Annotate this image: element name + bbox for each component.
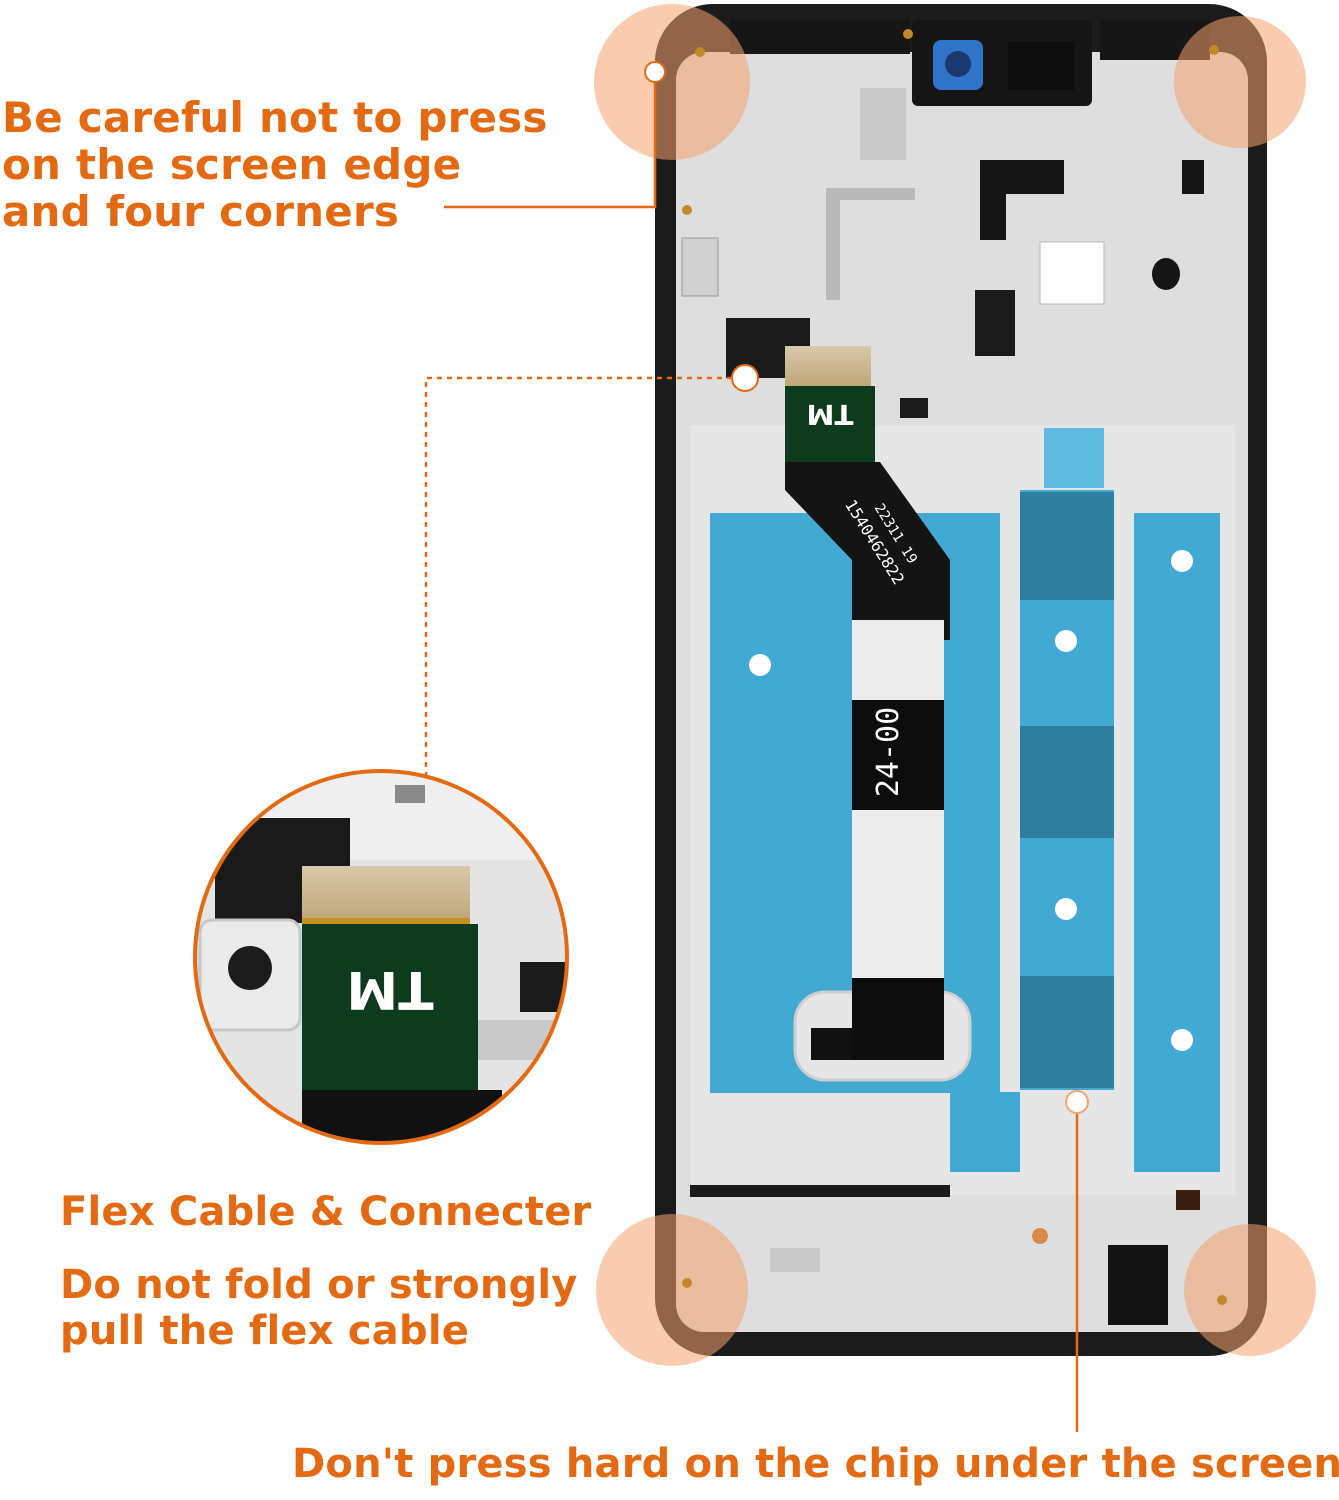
corner-highlight-bottom-right <box>1184 1224 1316 1356</box>
edge-warning-line-1: Be careful not to press <box>2 93 548 142</box>
chip-warning-caption: Don't press hard on the chip under the s… <box>292 1441 1339 1487</box>
flex-leader <box>424 364 759 775</box>
flex-cable-caption: Flex Cable & Connecter <box>60 1189 592 1235</box>
connector-zoom-callout: TM <box>193 769 569 1145</box>
edge-warning-caption: Be careful not to press on the screen ed… <box>2 94 548 235</box>
edge-warning-line-2: on the screen edge <box>2 140 462 189</box>
corner-highlight-top-right <box>1174 16 1306 148</box>
flex-warning-line-1: Do not fold or strongly <box>60 1262 578 1308</box>
flex-cable: TM 1540462822 22311 19 24-00 <box>785 346 950 1060</box>
flex-warning-caption: Do not fold or strongly pull the flex ca… <box>60 1262 578 1354</box>
flex-warning-line-2: pull the flex cable <box>60 1308 470 1354</box>
corner-highlight-bottom-left <box>596 1214 748 1366</box>
edge-warning-line-3: and four corners <box>2 187 400 236</box>
edge-leader <box>444 61 666 209</box>
corner-highlight-top-left <box>594 4 750 160</box>
chip-leader <box>1065 1090 1089 1432</box>
cable-tag-label: 24-00 <box>871 707 906 797</box>
zoom-connector-mark-label: TM <box>346 959 433 1019</box>
connector-mark-label: TM <box>807 398 854 431</box>
